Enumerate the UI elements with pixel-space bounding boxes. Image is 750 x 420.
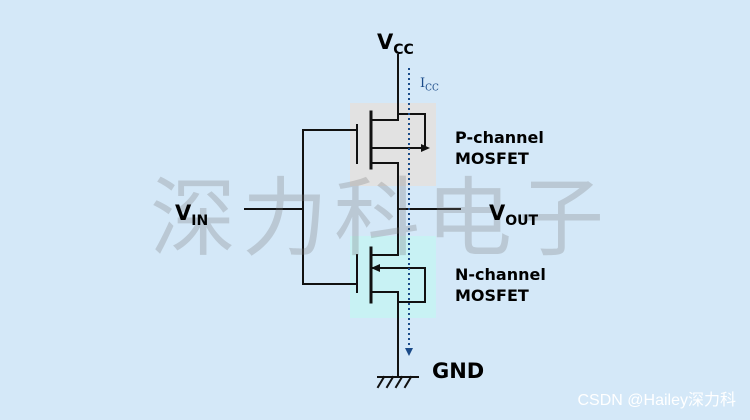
- pmos-body-arrow: [421, 144, 430, 152]
- watermark: 深力科电子: [150, 169, 610, 269]
- nmos-body-arrow: [371, 264, 380, 272]
- nmos-label: N-channel MOSFET: [455, 265, 546, 305]
- icc-arrow-head: [405, 348, 413, 356]
- vcc-label: VCC: [377, 30, 414, 58]
- gnd-label: GND: [432, 359, 485, 383]
- credit-watermark: CSDN @Hailey深力科: [577, 392, 737, 409]
- nmos-highlight-box: [350, 236, 436, 318]
- vin-label: VIN: [175, 201, 209, 229]
- icc-label: ICC: [420, 76, 439, 94]
- circuit-wires: [244, 54, 461, 389]
- pmos-label: P-channel MOSFET: [455, 128, 544, 168]
- vout-label: VOUT: [489, 201, 539, 229]
